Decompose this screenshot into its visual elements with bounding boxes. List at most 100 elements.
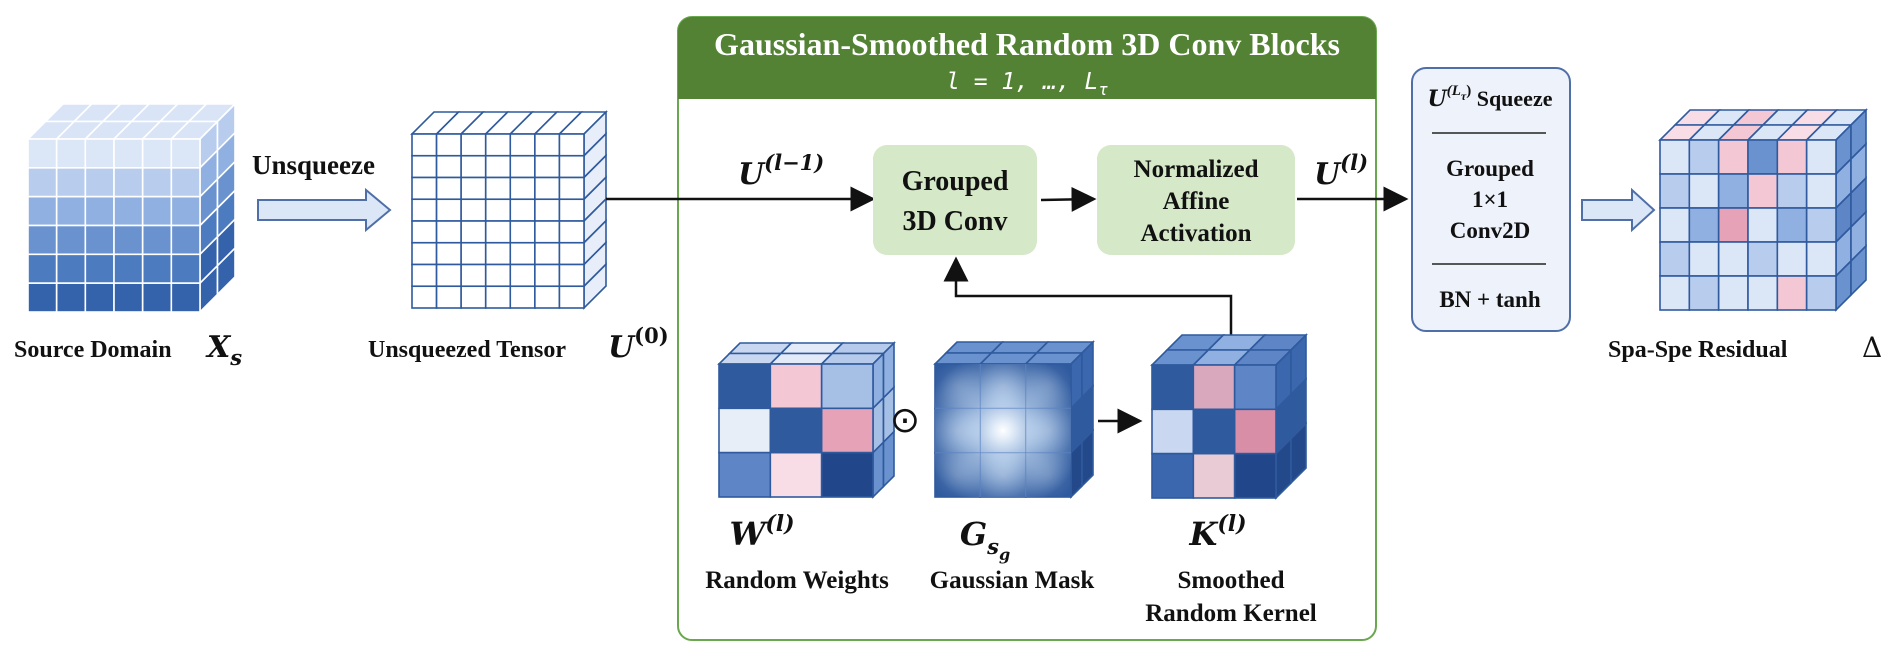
cube-front-cell (558, 176, 585, 201)
source-symbol: Xs (205, 330, 242, 370)
cube-front-cell (460, 285, 487, 309)
cube-front-cell (534, 285, 561, 309)
affine-line3: Activation (1140, 220, 1251, 247)
cube-front-cell (484, 263, 512, 288)
cube-front-cell (1747, 173, 1779, 209)
cube-front-cell (1717, 207, 1749, 243)
cube-front-cell (460, 198, 487, 222)
cube-front-cell (484, 220, 512, 244)
cube-front-cell (55, 167, 87, 198)
cube-front-cell (84, 195, 115, 227)
cube-front-cell (1233, 408, 1277, 455)
cube-front-cell (435, 198, 462, 222)
cube-front-cell (435, 220, 462, 244)
cube-front-cell (27, 224, 58, 256)
cube-front-cell (84, 253, 115, 284)
cube-front-cell (84, 282, 115, 313)
cube-front-cell (435, 285, 462, 309)
cube-front-cell (27, 138, 58, 169)
cube-front-cell (509, 285, 536, 309)
cube-side-cell (882, 429, 895, 489)
grouped-conv-line2: 3D Conv (902, 206, 1007, 237)
cube-front-cell (534, 263, 561, 288)
cube-front-cell (113, 282, 144, 313)
squeeze-bottom: BN + tanh (1439, 287, 1541, 312)
squeeze-mid-2: 1×1 (1472, 187, 1508, 212)
output-edge-symbol: U(l) (1314, 150, 1368, 192)
cube-front-cell (1805, 173, 1837, 209)
cube-front-cell (27, 167, 58, 198)
affine-line2: Affine (1163, 188, 1230, 215)
cube-front-cell (509, 176, 536, 201)
kernel-label-2: Random Kernel (1145, 600, 1317, 627)
cube-front-cell (509, 154, 536, 179)
cube-front-cell (460, 263, 487, 288)
cube-front-cell (435, 133, 462, 157)
cube-front-cell (460, 176, 487, 201)
cube-front-cell (1151, 452, 1195, 499)
cube-front-cell (84, 167, 115, 198)
cube-front-cell (1688, 173, 1720, 209)
conv-block-frame (677, 16, 1377, 641)
mask-symbol: Gsg (960, 515, 1010, 564)
cube-front-cell (534, 220, 561, 244)
cube-front-cell (170, 224, 201, 256)
affine-line1: Normalized (1134, 156, 1259, 183)
cube-front-cell (484, 154, 512, 179)
cube-front-cell (509, 241, 536, 266)
cube-front-cell (558, 133, 585, 157)
cube-front-cell (411, 285, 438, 309)
cube-front-cell (1151, 364, 1195, 411)
residual-symbol: Δ (1862, 331, 1882, 364)
cube-front-cell (1659, 241, 1691, 277)
kernel-cube (1150, 333, 1308, 500)
cube-front-cell (558, 285, 585, 309)
cube-front-cell (1688, 139, 1720, 175)
cube-front-cell (55, 195, 87, 227)
cube-front-cell (113, 167, 144, 198)
grouped-conv-line1: Grouped (902, 166, 1009, 197)
cube-front-cell (820, 451, 874, 498)
grouped-conv-node (873, 145, 1037, 255)
cube-front-cell (534, 241, 561, 266)
cube-front-cell (558, 241, 585, 266)
unsqueezed-symbol: U(0) (608, 323, 669, 365)
cube-side-cell (1070, 439, 1083, 499)
residual-label: Spa-Spe Residual (1608, 337, 1788, 363)
cube-front-cell (170, 282, 201, 313)
cube-front-cell (1659, 207, 1691, 243)
cube-front-cell (534, 133, 561, 157)
cube-front-cell (113, 224, 144, 256)
cube-front-cell (27, 282, 58, 313)
cube-side-cell (872, 440, 885, 499)
cube-front-cell (113, 195, 144, 227)
weights-label: Random Weights (705, 567, 889, 594)
cube-side-cell (1290, 421, 1307, 485)
cube-front-cell (820, 363, 874, 410)
cube-front-cell (460, 220, 487, 244)
cube-front-cell (1151, 408, 1195, 455)
cube-front-cell (1776, 139, 1808, 175)
cube-front-cell (141, 282, 173, 313)
cube-front-cell (435, 263, 462, 288)
cube-front-cell (484, 133, 512, 157)
cube-front-cell (1192, 364, 1236, 411)
cube-front-cell (27, 195, 58, 227)
cube-front-cell (1805, 241, 1837, 277)
cube-front-cell (1805, 207, 1837, 243)
gaussian-glow (935, 364, 1071, 497)
cube-front-cell (558, 220, 585, 244)
cube-front-cell (1192, 408, 1236, 455)
cube-front-cell (435, 176, 462, 201)
cube-front-cell (141, 253, 173, 284)
cube-front-cell (484, 176, 512, 201)
cube-front-cell (484, 198, 512, 222)
cube-front-cell (509, 133, 536, 157)
cube-front-cell (411, 198, 438, 222)
kernel-label-1: Smoothed (1178, 567, 1285, 594)
cube-front-cell (718, 407, 772, 454)
cube-front-cell (170, 138, 201, 169)
kernel-feedback-edge (943, 256, 1233, 338)
cube-front-cell (820, 407, 874, 454)
cube-front-cell (411, 220, 438, 244)
